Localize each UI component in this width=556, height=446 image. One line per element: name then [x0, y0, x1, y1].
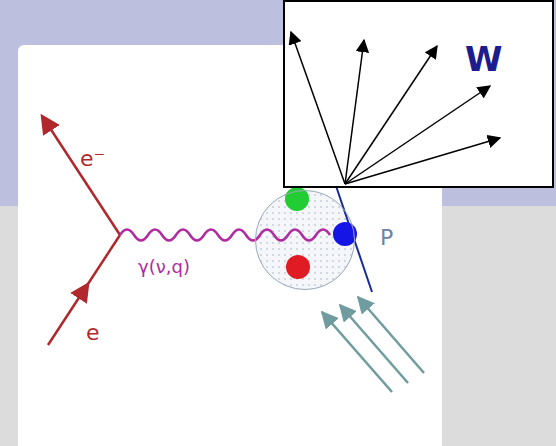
node-label: P	[380, 227, 393, 249]
particle-label: e	[86, 322, 100, 344]
node-label: W	[465, 42, 503, 76]
particle-label: γ(ν,q)	[138, 258, 190, 276]
final-state-box: W	[283, 0, 554, 188]
proton-circle: P	[255, 190, 355, 290]
particle-label: e⁻	[80, 148, 105, 170]
